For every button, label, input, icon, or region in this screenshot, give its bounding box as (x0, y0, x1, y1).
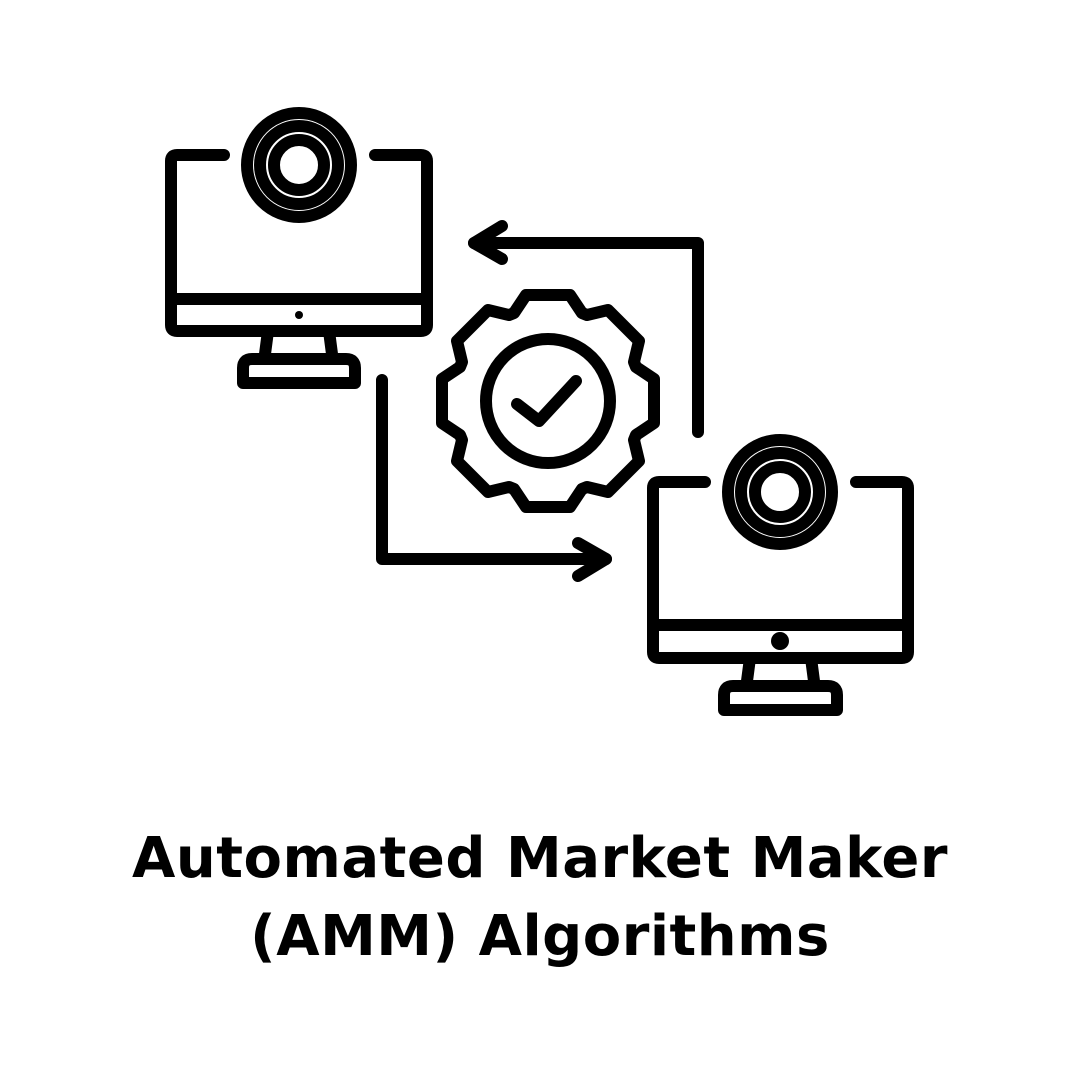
left-power-dot-icon (295, 311, 303, 319)
arrow-right-icon (376, 374, 612, 582)
caption: Automated Market Maker (AMM) Algorithms (0, 820, 1080, 976)
caption-line-2: (AMM) Algorithms (250, 904, 830, 969)
right-power-dot-icon (771, 632, 789, 650)
left-webcam-icon (241, 107, 357, 223)
illustration-svg (165, 107, 914, 716)
caption-line-1: Automated Market Maker (132, 826, 948, 891)
gear-with-checkmark-icon (436, 289, 660, 513)
right-webcam-icon (722, 434, 838, 550)
arrow-left-icon (468, 220, 704, 438)
amm-illustration (165, 107, 914, 716)
right-computer-icon (647, 434, 914, 716)
checkmark-icon (511, 375, 582, 427)
left-computer-icon (165, 107, 433, 389)
